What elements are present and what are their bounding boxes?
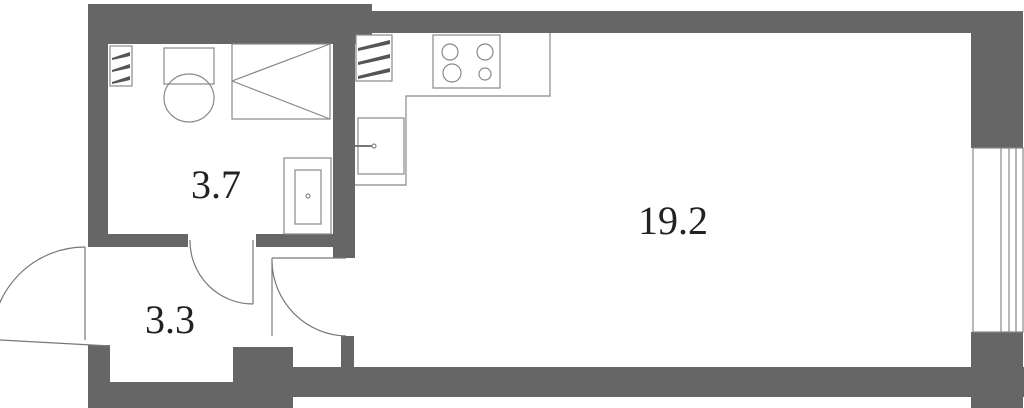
wall-column: [233, 347, 293, 408]
wall-bathroom-top: [88, 4, 372, 44]
window-icon: [972, 147, 1024, 333]
shower-icon: [231, 43, 331, 120]
wall-top: [355, 11, 1023, 33]
wall-bathroom-left: [88, 4, 108, 244]
wall-hall-living-stub: [341, 336, 354, 368]
room-area-living-room: 19.2: [638, 198, 708, 243]
toilet-icon: [163, 47, 215, 123]
wall-bathroom-bottom-left: [88, 234, 188, 247]
wall-bottom: [290, 367, 1024, 397]
wall-right-upper: [971, 11, 1023, 148]
door-icon: [189, 239, 254, 305]
kitchen-sink-icon: [355, 117, 405, 175]
walls: [88, 4, 1024, 408]
bathroom-sink-icon: [283, 157, 332, 235]
door-icon: [271, 257, 347, 337]
ventilation-icon: [355, 34, 393, 82]
ventilation-icon: [109, 45, 133, 87]
door-icon: [0, 246, 111, 347]
wall-bathroom-bottom-right: [256, 234, 355, 247]
kitchen-counter: [355, 33, 551, 186]
room-area-hallway: 3.3: [145, 297, 195, 342]
room-area-bathroom: 3.7: [191, 162, 241, 207]
stove-icon: [432, 34, 501, 89]
wall-hall-bottom: [88, 382, 238, 408]
wall-partition: [333, 33, 355, 258]
